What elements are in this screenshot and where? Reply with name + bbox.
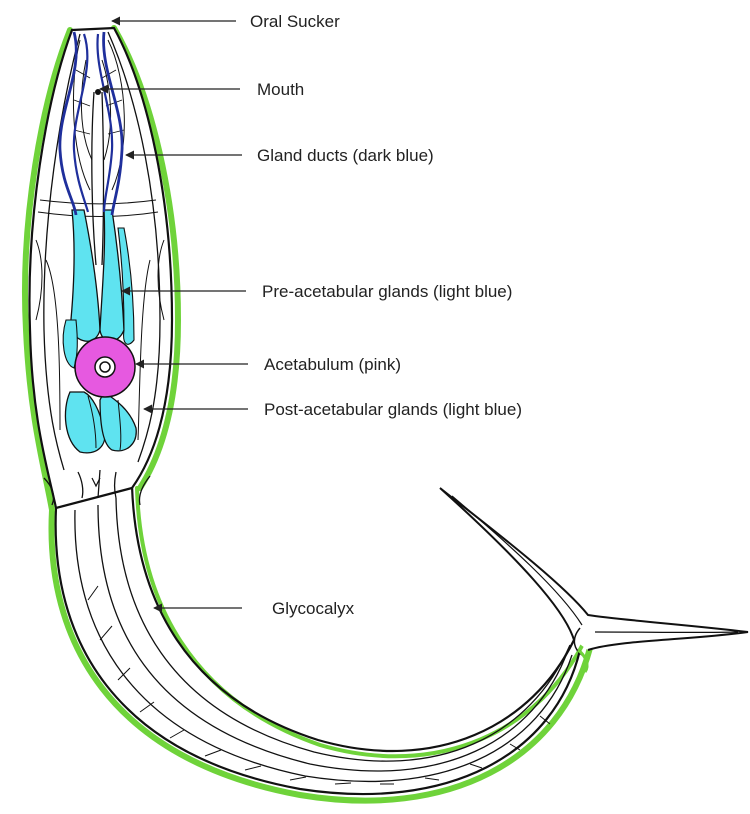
cercaria-head — [25, 28, 178, 510]
tail-stem — [51, 486, 590, 801]
label-acetabulum: Acetabulum (pink) — [264, 355, 401, 374]
label-post-acetabular-glands: Post-acetabular glands (light blue) — [264, 400, 522, 419]
label-glycocalyx: Glycocalyx — [272, 599, 355, 618]
label-oral-sucker: Oral Sucker — [250, 12, 340, 31]
acetabulum — [75, 337, 135, 397]
label-gland-ducts: Gland ducts (dark blue) — [257, 146, 434, 165]
label-pre-acetabular-glands: Pre-acetabular glands (light blue) — [262, 282, 512, 301]
tail-furca — [440, 488, 748, 672]
label-mouth: Mouth — [257, 80, 304, 99]
